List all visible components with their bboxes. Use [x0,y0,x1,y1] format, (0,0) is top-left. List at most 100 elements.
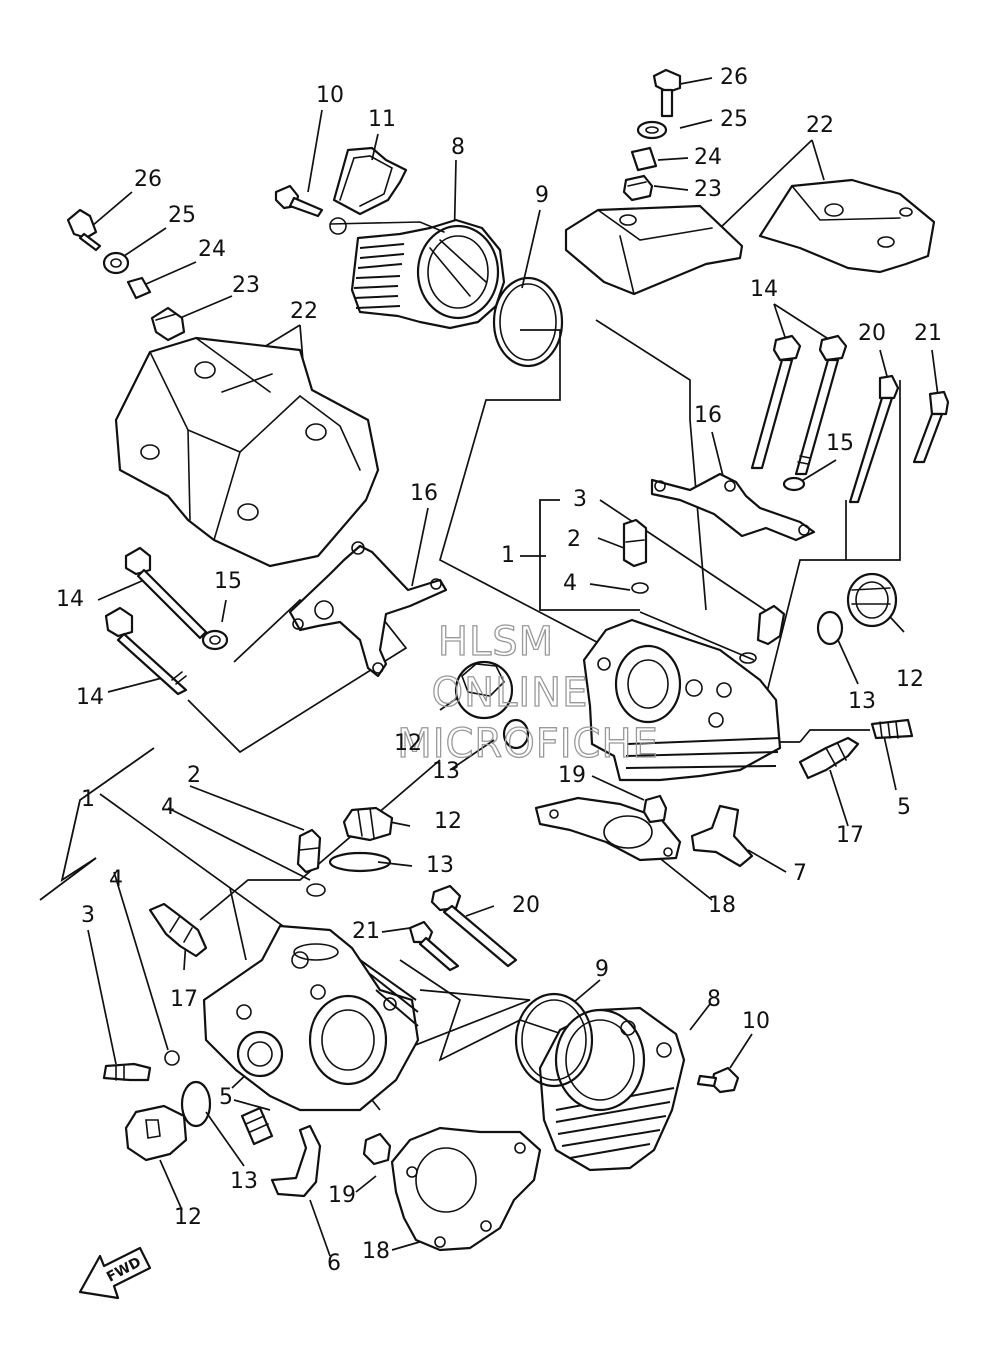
callout-10: 10 [316,83,344,108]
washer-15-right [782,476,806,492]
cam-plate-16-right [650,472,816,542]
dowel-19-lower [362,1132,392,1166]
callout-1: 1 [81,787,95,812]
callout-8: 8 [707,987,721,1012]
head-cover-22-right-b [758,178,936,274]
watermark-line-3: MICROFICHE [397,721,659,767]
callout-4: 4 [161,795,175,820]
callout-11: 11 [368,107,396,132]
washer-15-left [201,629,229,651]
callout-16: 16 [410,481,438,506]
callout-9: 9 [595,957,609,982]
upper-right-cover-fasteners [622,68,682,202]
callout-9: 9 [535,183,549,208]
plug-12-lower-left [124,1104,188,1162]
upper-left-cover-fasteners [66,208,186,342]
cylinder-8-lower [538,1006,686,1172]
collar-24-left [126,276,152,300]
callout-17: 17 [836,823,864,848]
callout-4: 4 [109,867,123,892]
callout-10: 10 [742,1009,770,1034]
callout-21: 21 [914,321,942,346]
head-cover-22-right-a [564,204,744,296]
callout-18: 18 [362,1239,390,1264]
callout-13: 13 [230,1169,258,1194]
callout-23: 23 [232,273,260,298]
pipe-7-right [690,804,754,868]
callout-13: 13 [432,759,460,784]
callout-5: 5 [897,795,911,820]
valve-parts-upper [622,518,786,664]
o-ring-13-right [816,610,844,646]
cylinder-8-upper [350,218,506,330]
head-cover-22-left [114,336,380,568]
callout-19: 19 [558,763,586,788]
bolt-26-left [66,208,102,252]
callout-3: 3 [81,903,95,928]
callout-8: 8 [451,135,465,160]
callout-5: 5 [219,1085,233,1110]
callout-26: 26 [134,167,162,192]
callout-numbers: 26 25 24 23 22 14 15 16 14 10 11 8 9 26 … [56,65,942,1276]
callout-12: 12 [434,809,462,834]
callout-7: 7 [793,861,807,886]
callout-19: 19 [328,1183,356,1208]
callout-25: 25 [720,107,748,132]
spark-plug-17-lower [148,902,208,958]
callout-24: 24 [198,237,226,262]
callout-15: 15 [826,431,854,456]
bolt-10-lower [696,1066,740,1094]
callout-22: 22 [806,113,834,138]
callout-22: 22 [290,299,318,324]
bolts-upper-right [750,334,950,504]
watermark-line-2: ONLINE [432,670,589,716]
callout-24: 24 [694,145,722,170]
watermark: HLSM ONLINE MICROFICHE [397,618,659,767]
callout-3: 3 [573,487,587,512]
spark-plug-17-right [798,736,860,780]
gasket-18-lower [390,1126,542,1252]
watermark-line-1: HLSM [438,619,554,665]
callout-17: 17 [170,987,198,1012]
o-ring-13-lower [180,1080,212,1128]
stud-5-right [870,718,914,740]
bolts-14-left [104,546,229,696]
cylinder-head-upper-right [582,618,782,782]
callout-2: 2 [187,763,201,788]
callout-23: 23 [694,177,722,202]
callout-13: 13 [426,853,454,878]
callout-14: 14 [56,587,84,612]
callout-14: 14 [76,685,104,710]
cam-plate-16-left [288,541,448,678]
fwd-arrow: FWD [78,1246,152,1300]
callout-2: 2 [567,527,581,552]
plug-12-right [846,572,898,628]
callout-12: 12 [896,667,924,692]
plug-12-center [454,660,530,750]
valve-parts-lower [102,828,326,1082]
callout-13: 13 [848,689,876,714]
washer-25-left [102,251,130,275]
callout-21: 21 [352,919,380,944]
cylinder-head-lower [202,924,420,1112]
gasket-9-lower [514,992,594,1088]
callout-12: 12 [174,1205,202,1230]
callout-20: 20 [512,893,540,918]
callout-26: 26 [720,65,748,90]
callout-15: 15 [214,569,242,594]
callout-6: 6 [327,1251,341,1276]
plug-12-lower [328,806,394,873]
callout-18: 18 [708,893,736,918]
grommet-23-left [150,306,186,342]
guide-11-upper [329,146,445,235]
pipe-6-lower [270,1124,322,1198]
callout-25: 25 [168,203,196,228]
gasket-9-upper [492,276,564,368]
bolts-lower [408,884,518,972]
bolt-10-upper [274,184,324,218]
dowel-19-right [642,794,668,824]
callout-20: 20 [858,321,886,346]
stud-5-lower [240,1106,274,1146]
